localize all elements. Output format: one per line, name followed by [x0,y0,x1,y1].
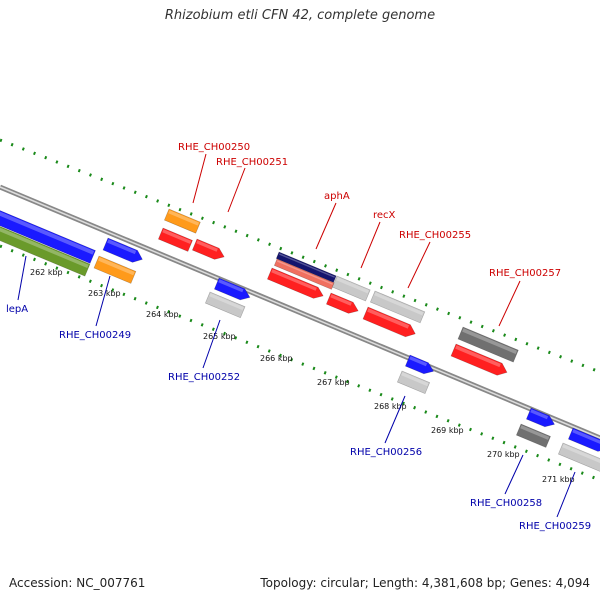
label-rhe-ch00257[interactable]: RHE_CH00257 [489,268,561,279]
genome-backbone-highlight [0,186,600,439]
label-rhe-ch00259[interactable]: RHE_CH00259 [519,521,591,532]
label-rhe-ch00250[interactable]: RHE_CH00250 [178,142,250,153]
label-leader-line [407,241,431,289]
label-rhe-ch00256[interactable]: RHE_CH00256 [350,447,422,458]
scale-tick-label: 266 kbp [260,354,293,363]
scale-tick-label: 265 kbp [203,332,236,341]
label-rhe-ch00251[interactable]: RHE_CH00251 [216,157,288,168]
rhe-ch00257-partner-feature[interactable] [450,343,510,378]
rhe-ch00250-partner-feature[interactable] [157,227,193,252]
rhe-ch00255-partner-feature[interactable] [362,306,418,340]
label-leader-line [556,471,576,518]
label-rhe-ch00249[interactable]: RHE_CH00249 [59,330,131,341]
scale-tick-label: 267 kbp [317,378,350,387]
scale-tick-label: 271 kbp [542,475,575,484]
apha-feature[interactable] [275,251,337,283]
rhe-ch00258-feature[interactable] [515,423,551,448]
lepa-feature[interactable] [0,197,96,264]
label-apha[interactable]: aphA [324,191,350,202]
rhe-ch00257-feature[interactable] [457,326,519,363]
label-lepa[interactable]: lepA [6,304,28,315]
rhe-ch00256-feature[interactable] [396,370,431,395]
apha-partner-feature[interactable] [273,258,335,290]
label-leader-line [498,280,521,327]
label-rhe-ch00258[interactable]: RHE_CH00258 [470,498,542,509]
lepa-partner-feature[interactable] [0,213,91,277]
rhe-ch00259-feature[interactable] [557,442,600,474]
label-leader-line [202,319,221,369]
rhe-ch00252-feature[interactable] [204,291,246,319]
rhe-ch00258-partner-feature[interactable] [525,407,556,430]
label-rhe-ch00252[interactable]: RHE_CH00252 [168,372,240,383]
label-recx[interactable]: recX [373,210,396,221]
rhe-ch00249-partner-feature[interactable] [102,237,145,265]
label-leader-line [384,395,406,444]
rhe-ch00250-feature[interactable] [163,208,201,234]
label-leader-line [95,275,111,327]
scale-tick-label: 269 kbp [431,426,464,435]
apha-strand-feature[interactable] [266,267,325,301]
rhe-ch00249-feature[interactable] [93,255,137,284]
label-leader-line [192,153,207,204]
label-leader-line [315,202,337,250]
scale-tick-label: 268 kbp [374,402,407,411]
scale-tick-label: 264 kbp [146,310,179,319]
scale-tick-label: 262 kbp [30,268,63,277]
label-leader-line [504,454,524,495]
rhe-ch00255-feature[interactable] [369,290,426,324]
scale-tick-label: 270 kbp [487,450,520,459]
label-leader-line [227,167,246,213]
recx-feature[interactable] [331,275,371,302]
scale-tick-label: 263 kbp [88,289,121,298]
rhe-ch00251-feature[interactable] [191,238,226,262]
label-leader-line [360,221,381,269]
accession-text: Accession: NC_007761 [9,576,146,590]
rhe-ch00252-partner-feature[interactable] [213,277,252,303]
recx-partner-feature[interactable] [325,292,360,316]
rhe-ch00259-partner-feature[interactable] [567,427,600,455]
label-leader-line [17,255,27,301]
genome-stats-text: Topology: circular; Length: 4,381,608 bp… [260,576,590,590]
label-rhe-ch00255[interactable]: RHE_CH00255 [399,230,471,241]
rhe-ch00256-partner-feature[interactable] [404,354,435,377]
map-title: Rhizobium etli CFN 42, complete genome [164,8,436,23]
